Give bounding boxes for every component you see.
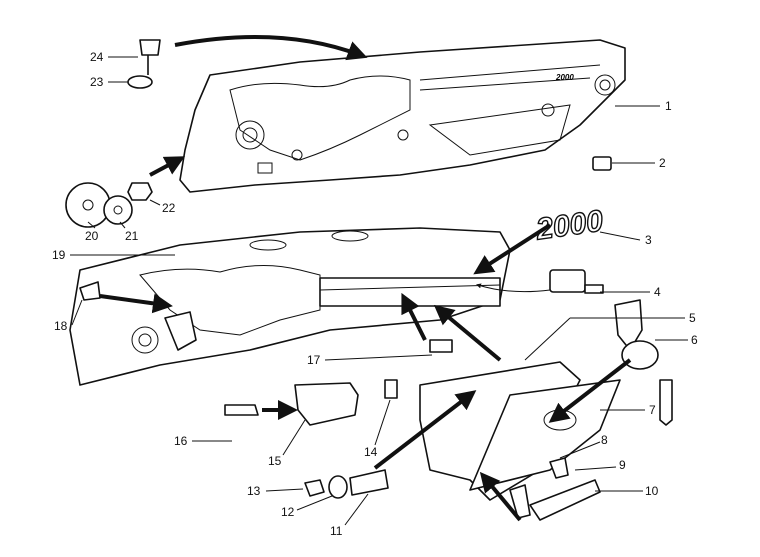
- bezel-disc-part: [65, 182, 111, 228]
- callout-18: 18: [54, 319, 68, 333]
- washer-part: [127, 75, 153, 89]
- callout-11: 11: [330, 524, 343, 538]
- leader-lines: [70, 56, 688, 526]
- callout-9: 9: [619, 458, 626, 472]
- screw-part: [549, 457, 569, 479]
- lock-barrel-part: [614, 299, 643, 351]
- stay-part: [529, 479, 601, 521]
- callout-1: 1: [665, 99, 672, 113]
- callout-5: 5: [689, 311, 696, 325]
- callout-19: 19: [52, 248, 66, 262]
- callout-21: 21: [125, 229, 139, 243]
- lamp-holder-part: [294, 382, 359, 426]
- callout-14: 14: [364, 445, 378, 459]
- bracket-part: [164, 311, 197, 351]
- emblem-2000: 2000: [533, 204, 605, 246]
- callout-7: 7: [649, 403, 656, 417]
- dash-badge: 2000: [555, 73, 574, 82]
- switch-part: [549, 269, 586, 293]
- callout-16: 16: [174, 434, 188, 448]
- washer-part: [103, 195, 133, 225]
- callout-6: 6: [691, 333, 698, 347]
- callout-17: 17: [307, 353, 321, 367]
- callout-20: 20: [85, 229, 99, 243]
- callout-3: 3: [645, 233, 652, 247]
- nut-part: [304, 479, 325, 497]
- dashboard-frame-bottom: [69, 227, 511, 386]
- dashboard-fascia-top: [179, 39, 626, 193]
- callout-22: 22: [162, 201, 176, 215]
- callout-23: 23: [90, 75, 104, 89]
- bolt-part: [349, 469, 389, 496]
- callout-12: 12: [281, 505, 295, 519]
- switch-plug: [584, 284, 604, 294]
- callout-15: 15: [268, 454, 282, 468]
- bulb-part: [224, 404, 259, 416]
- callout-10: 10: [645, 484, 659, 498]
- callout-2: 2: [659, 156, 666, 170]
- washer-part: [328, 475, 348, 499]
- key-part: [659, 379, 673, 426]
- callout-4: 4: [654, 285, 661, 299]
- spring-part: [509, 484, 531, 519]
- callout-13: 13: [247, 484, 261, 498]
- nut-part: [127, 182, 153, 201]
- callout-24: 24: [90, 50, 104, 64]
- callout-8: 8: [601, 433, 608, 447]
- lock-part: [621, 340, 659, 370]
- bulb-holder-part: [139, 39, 161, 75]
- stud-part: [429, 339, 453, 353]
- screw-part: [384, 379, 398, 399]
- switch-blank-part: [592, 156, 612, 171]
